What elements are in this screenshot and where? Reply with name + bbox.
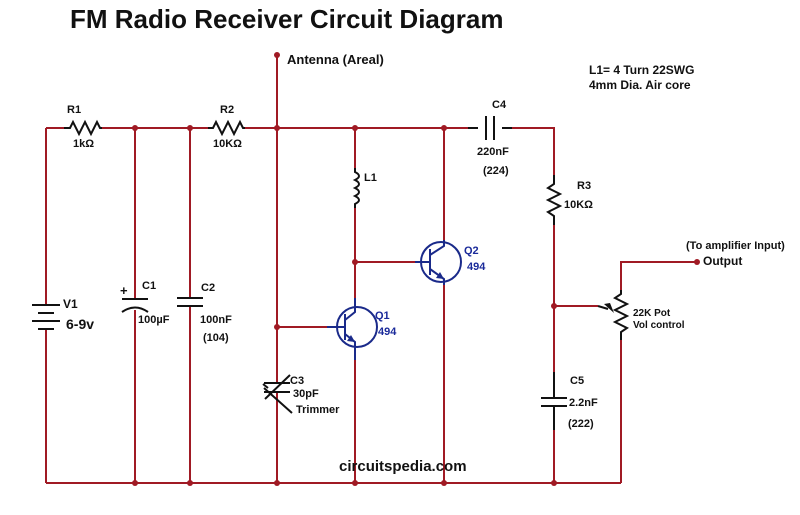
- capacitor-icon: [468, 116, 512, 140]
- trimmer-arrow: [263, 374, 293, 414]
- junction-dot: [187, 480, 193, 486]
- wire: [620, 261, 697, 290]
- diagram-title: FM Radio Receiver Circuit Diagram: [70, 4, 503, 34]
- emitter-arrow-icon: [347, 335, 355, 342]
- wiper-arrow-icon: [604, 303, 614, 313]
- c1-ref: C1: [142, 280, 156, 292]
- junction-dot: [441, 125, 447, 131]
- watermark: circuitspedia.com: [339, 458, 467, 475]
- trimmer-tick: [262, 383, 269, 389]
- c5-code: (222): [568, 418, 594, 430]
- wires: [45, 55, 697, 484]
- c1-polarity: +: [120, 283, 128, 298]
- wire: [502, 127, 555, 175]
- c2-ref: C2: [201, 282, 215, 294]
- potentiometer-icon: [612, 290, 630, 340]
- c3-type: Trimmer: [296, 404, 340, 416]
- junction-dot: [132, 125, 138, 131]
- antenna-terminal: [274, 52, 280, 58]
- c5-value: 2.2nF: [569, 397, 598, 409]
- output-terminal: [694, 259, 700, 265]
- inductor-l1: L1: [352, 168, 377, 208]
- emitter-arrow-icon: [436, 272, 444, 279]
- resistor-r2: R2 10KΩ: [208, 104, 245, 150]
- capacitor-icon: [177, 297, 203, 307]
- pot-function: Vol control: [633, 320, 685, 331]
- capacitor-icon: [541, 372, 567, 430]
- output-label: Output: [703, 254, 742, 268]
- q2-value: 494: [467, 261, 486, 273]
- pot-value: 22K Pot: [633, 308, 671, 319]
- c3-value: 30pF: [293, 388, 319, 400]
- c5-ref: C5: [570, 375, 584, 387]
- wiper-line: [597, 305, 609, 310]
- r3-value: 10KΩ: [564, 199, 593, 211]
- c4-ref: C4: [492, 99, 507, 111]
- junction-dot: [274, 324, 280, 330]
- resistor-r3: R3 10KΩ: [545, 175, 593, 225]
- resistor-icon: [208, 119, 245, 137]
- capacitor-c4: C4 220nF (224): [468, 99, 512, 177]
- c4-value: 220nF: [477, 146, 509, 158]
- v1-ref: V1: [63, 297, 78, 311]
- c2-value: 100nF: [200, 314, 232, 326]
- c3-ref: C3: [290, 375, 304, 387]
- transistor-q1: Q1 494: [327, 298, 397, 360]
- r2-ref: R2: [220, 104, 234, 116]
- coil-note-line2: 4mm Dia. Air core: [589, 78, 691, 92]
- v1-value: 6-9v: [66, 316, 94, 332]
- r3-ref: R3: [577, 180, 591, 192]
- coil-note-line1: L1= 4 Turn 22SWG: [589, 63, 694, 77]
- potentiometer: 22K Pot Vol control: [597, 290, 685, 340]
- junction-dot: [187, 125, 193, 131]
- junction-dot: [274, 480, 280, 486]
- r1-ref: R1: [67, 104, 81, 116]
- transistor-leads: [327, 298, 356, 360]
- junctions: [132, 52, 700, 486]
- capacitor-c5: C5 2.2nF (222): [541, 372, 598, 430]
- junction-dot: [352, 480, 358, 486]
- l1-ref: L1: [364, 172, 377, 184]
- c2-code: (104): [203, 332, 229, 344]
- q1-ref: Q1: [375, 310, 390, 322]
- transistor-q2: Q2 494: [415, 240, 486, 285]
- capacitor-curved-plate: [121, 306, 149, 313]
- battery-v1: V1 6-9v: [32, 297, 94, 332]
- r2-value: 10KΩ: [213, 138, 242, 150]
- resistor-icon: [545, 175, 563, 225]
- capacitor-c2: C2 100nF (104): [177, 282, 232, 344]
- q1-value: 494: [378, 326, 397, 338]
- antenna-label: Antenna (Areal): [287, 52, 384, 67]
- junction-dot: [551, 480, 557, 486]
- capacitor-c3-trimmer: C3 30pF Trimmer: [262, 374, 340, 416]
- junction-dot: [551, 303, 557, 309]
- c1-value: 100µF: [138, 314, 170, 326]
- transistor-leads: [415, 240, 445, 285]
- junction-dot: [132, 480, 138, 486]
- junction-dot: [441, 480, 447, 486]
- junction-dot: [274, 125, 280, 131]
- junction-dot: [352, 259, 358, 265]
- q2-ref: Q2: [464, 245, 479, 257]
- junction-dot: [352, 125, 358, 131]
- c4-code: (224): [483, 165, 509, 177]
- capacitor-c1: + C1 100µF: [120, 280, 170, 326]
- inductor-icon: [352, 168, 360, 208]
- resistor-icon: [64, 119, 102, 137]
- battery-icon: [32, 304, 60, 330]
- resistor-r1: R1 1kΩ: [64, 104, 102, 150]
- r1-value: 1kΩ: [73, 138, 94, 150]
- output-sublabel: (To amplifier Input): [686, 240, 785, 252]
